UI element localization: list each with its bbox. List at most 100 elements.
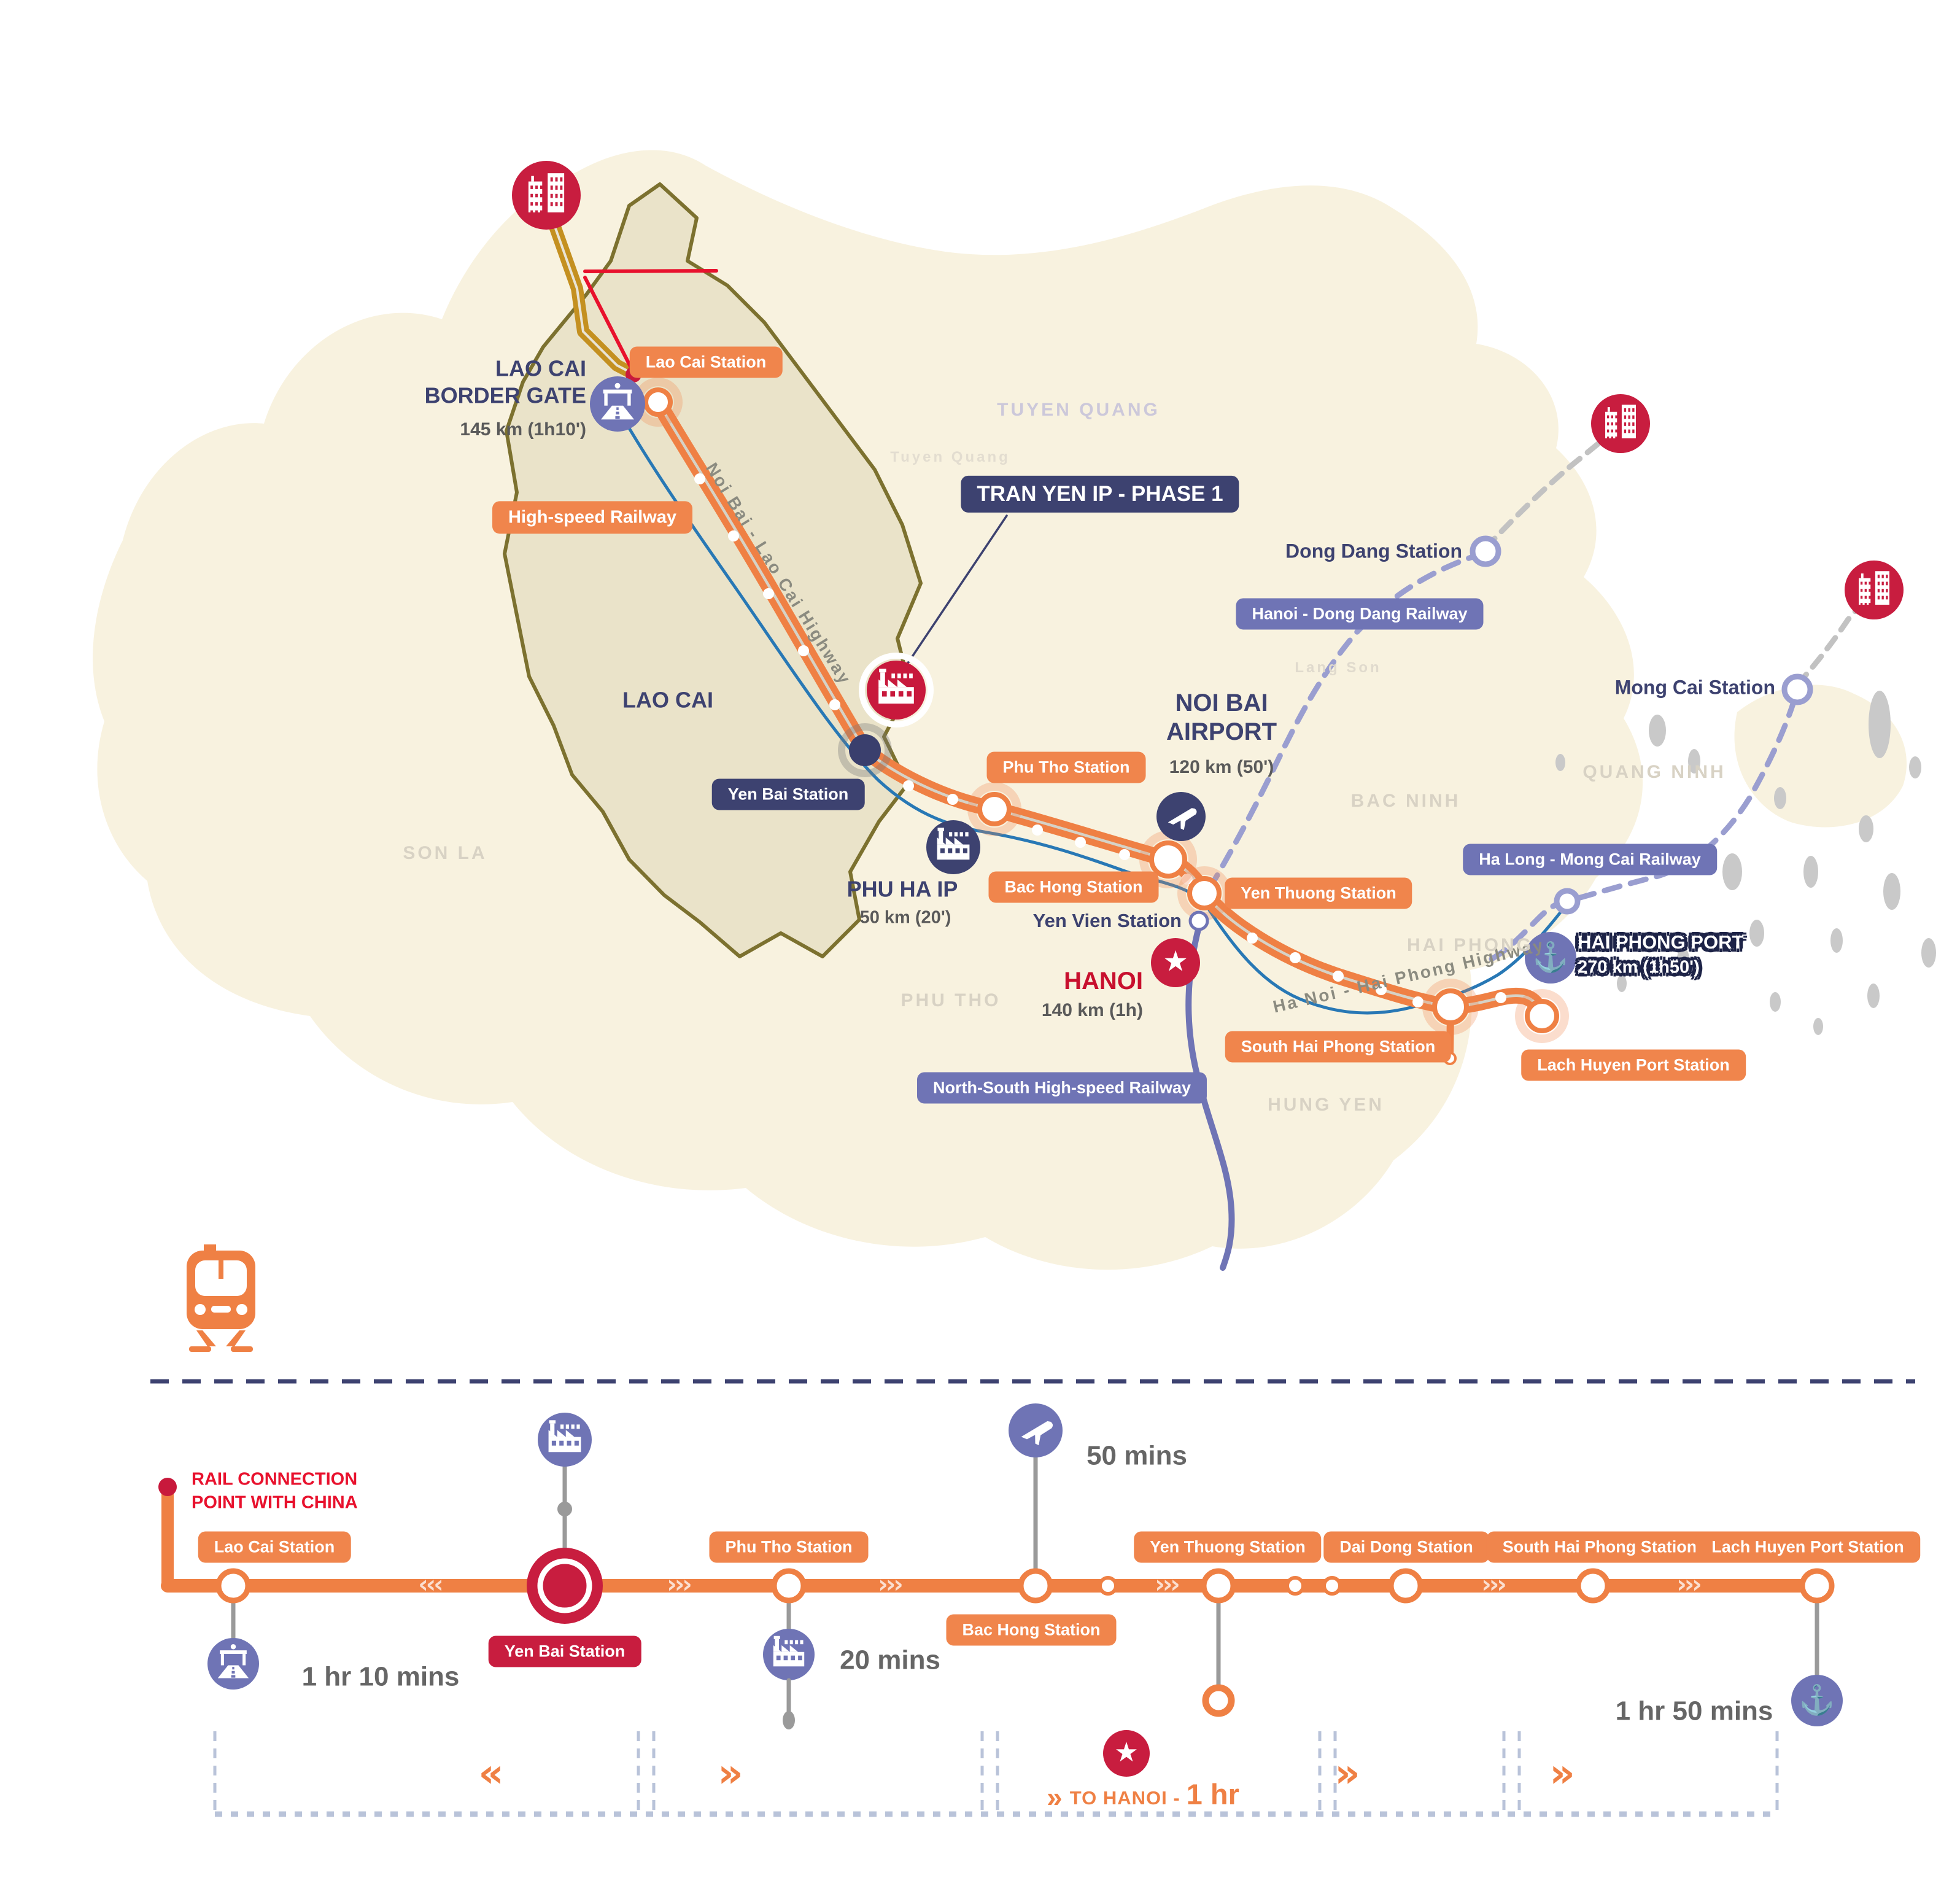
- gate-icon: [207, 1638, 259, 1690]
- map-text-dong-dang-station: Dong Dang Station: [1285, 540, 1462, 562]
- province-label-tuyen-quang: TUYEN QUANG: [997, 399, 1160, 420]
- svg-text:★: ★: [1114, 1737, 1139, 1767]
- map-text-hanoi: HANOI: [1064, 968, 1143, 995]
- timeline-station: [1388, 1568, 1424, 1604]
- time-label-50-mins: 50 mins: [1087, 1440, 1187, 1471]
- bracket-chevron: »: [718, 1751, 743, 1796]
- map-pill-north-south-high-speed-railway: North-South High-speed Railway: [916, 1072, 1207, 1104]
- island: [1749, 920, 1764, 947]
- station-glow: [967, 782, 1021, 836]
- map-station-south-hai-phong: [1432, 988, 1469, 1025]
- map-station-phu-tho: [977, 792, 1012, 826]
- city-icon: [1591, 394, 1650, 453]
- map-pill-lao-cai-station: Lao Cai Station: [629, 346, 783, 378]
- timeline-station: [1799, 1568, 1835, 1604]
- timeline-pill-yen-bai-station: Yen Bai Station: [488, 1635, 641, 1667]
- map-text-140-km-1h-: 140 km (1h): [1041, 999, 1143, 1020]
- island: [1830, 928, 1843, 953]
- map-station-yen-thuong: [1187, 876, 1222, 910]
- plane-icon: [1009, 1403, 1063, 1457]
- map-pill-bac-hong-station: Bac Hong Station: [988, 871, 1159, 903]
- station-glow: [1515, 989, 1569, 1043]
- map-text-border-gate: BORDER GATE: [424, 382, 586, 408]
- map-pill-lach-huyen-port-station: Lach Huyen Port Station: [1521, 1049, 1746, 1081]
- province-label-hai-phong: HAI PHONG: [1406, 934, 1534, 955]
- rail-dot: [829, 699, 840, 710]
- map-station-yen-bai: [849, 734, 881, 766]
- timeline-small-dot: [1285, 1576, 1305, 1596]
- map-pill-high-speed-railway: High-speed Railway: [492, 501, 692, 534]
- anchor-icon: ⚓: [1791, 1675, 1843, 1726]
- anchor-icon: ⚓: [1525, 932, 1576, 984]
- factory-icon: [867, 661, 926, 720]
- bracket-chevron: »: [1334, 1751, 1360, 1796]
- rail-dot: [1182, 874, 1193, 885]
- map-station-hai-phong-hollow: [1554, 888, 1581, 915]
- island: [1617, 975, 1627, 992]
- map-pill-south-hai-phong-station: South Hai Phong Station: [1225, 1031, 1452, 1063]
- island: [1555, 754, 1565, 771]
- island: [1921, 938, 1936, 968]
- rail-dot: [694, 473, 705, 484]
- svg-text:★: ★: [1163, 945, 1188, 977]
- city-icon: [512, 161, 581, 230]
- map-pill-yen-thuong-station: Yen Thuong Station: [1225, 877, 1412, 909]
- timeline-station: [1018, 1568, 1053, 1604]
- island: [1867, 984, 1880, 1008]
- rail-dot: [1247, 933, 1258, 944]
- timeline-pill-dai-dong-station: Dai Dong Station: [1323, 1531, 1489, 1563]
- province-label-son-la: SON LA: [403, 842, 487, 863]
- rail-connection-line1: RAIL CONNECTION: [192, 1469, 358, 1489]
- timeline-small-dot: [1098, 1576, 1118, 1596]
- timeline-station: [1201, 1568, 1236, 1604]
- timeline-pill-lao-cai-station: Lao Cai Station: [198, 1531, 351, 1563]
- timeline-pill-yen-thuong-station: Yen Thuong Station: [1134, 1531, 1322, 1563]
- factory-icon: [926, 820, 980, 874]
- time-label-20-mins: 20 mins: [840, 1645, 940, 1675]
- island: [1883, 873, 1900, 910]
- rail-dot: [798, 645, 809, 656]
- star-icon: ★: [1151, 938, 1200, 987]
- factory-icon: [538, 1413, 592, 1467]
- bracket-chevron: »: [1549, 1751, 1575, 1796]
- map-text-lao-cai: LAO CAI: [622, 687, 713, 713]
- island: [1677, 948, 1689, 970]
- svg-text:⚓: ⚓: [1799, 1683, 1835, 1717]
- island: [1803, 856, 1818, 888]
- timeline-pill-phu-tho-station: Phu Tho Station: [709, 1531, 869, 1563]
- province-label-phu-tho: PHU THO: [901, 990, 1001, 1011]
- line-chevron: ›››: [1481, 1570, 1505, 1599]
- rail-dot: [1333, 971, 1344, 982]
- map-station-lach-huyen: [1525, 999, 1559, 1033]
- timeline-pill-bac-hong-station: Bac Hong Station: [946, 1614, 1117, 1646]
- rail-dot: [903, 780, 914, 791]
- svg-text:⚓: ⚓: [1533, 941, 1569, 974]
- rail-dot: [1412, 996, 1424, 1007]
- line-chevron: ›››: [667, 1570, 691, 1599]
- island: [1688, 749, 1700, 774]
- city-icon: [1845, 561, 1904, 619]
- line-chevron: ›››: [1155, 1570, 1179, 1599]
- time-label-1-hr-50-mins: 1 hr 50 mins: [1615, 1696, 1773, 1726]
- island: [1774, 787, 1786, 809]
- map-pill-ha-long-mong-cai-railway: Ha Long - Mong Cai Railway: [1463, 844, 1717, 875]
- bracket-chevron: «: [478, 1751, 503, 1796]
- map-pill-phu-tho-station: Phu Tho Station: [986, 751, 1146, 783]
- province-label-quang-ninh: QUANG NINH: [1582, 761, 1726, 782]
- map-text-hai-phong-port: HAI PHONG PORT: [1578, 931, 1744, 953]
- map-text-phu-ha-ip: PHU HA IP: [846, 876, 958, 902]
- island: [1869, 691, 1891, 758]
- island: [1813, 1018, 1823, 1035]
- timeline-pill-south-hai-phong-station: South Hai Phong Station: [1486, 1531, 1713, 1563]
- map-text-50-km-20-: 50 km (20'): [859, 907, 951, 928]
- to-hanoi-text: TO HANOI -: [1069, 1787, 1180, 1809]
- timeline-station: [771, 1568, 807, 1604]
- map-pill-hanoi-dong-dang-railway: Hanoi - Dong Dang Railway: [1236, 598, 1484, 630]
- map-station-noi-bai-junction: [1149, 840, 1187, 879]
- rail-dot: [728, 530, 739, 541]
- rail-dot: [1119, 849, 1130, 860]
- timeline-station: [1575, 1568, 1611, 1604]
- to-hanoi-label: »TO HANOI -1 hr: [1047, 1778, 1239, 1814]
- china-connection-dot-timeline: [158, 1478, 177, 1496]
- rail-dot: [1032, 825, 1043, 836]
